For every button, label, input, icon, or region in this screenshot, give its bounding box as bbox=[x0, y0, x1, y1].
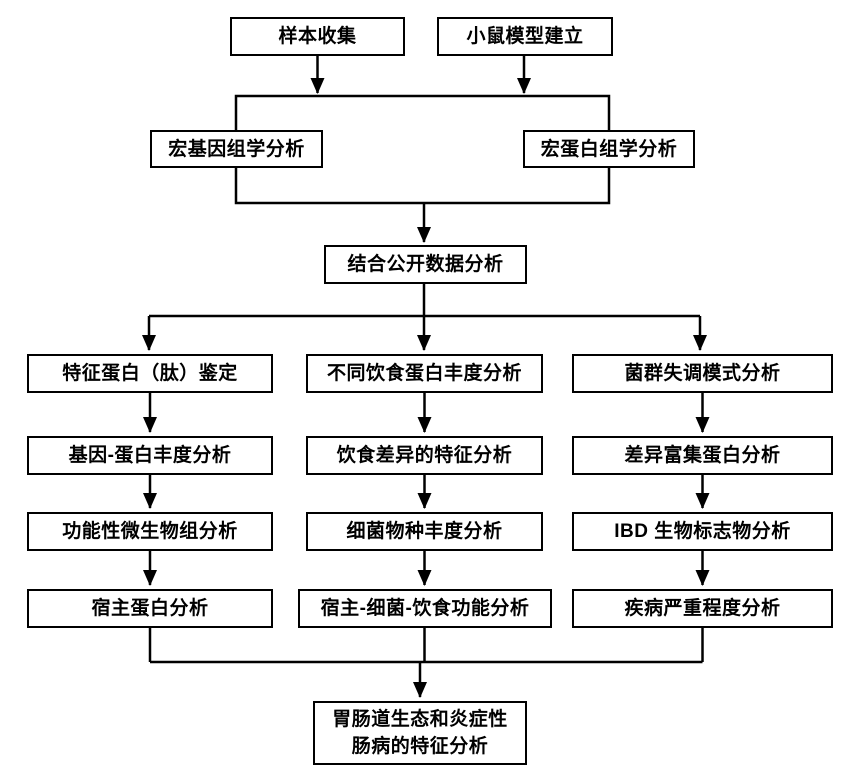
node-differentially-enriched-protein-analysis: 差异富集蛋白分析 bbox=[572, 436, 833, 475]
node-ibd-biomarker-analysis: IBD 生物标志物分析 bbox=[572, 512, 833, 551]
node-bacterial-species-abundance-analysis: 细菌物种丰度分析 bbox=[306, 512, 543, 551]
node-diet-protein-abundance-analysis: 不同饮食蛋白丰度分析 bbox=[306, 354, 543, 393]
node-gene-protein-abundance-analysis: 基因-蛋白丰度分析 bbox=[27, 436, 273, 475]
node-host-protein-analysis: 宿主蛋白分析 bbox=[27, 589, 273, 628]
node-gi-ecology-and-ibd-characteristic-analysis: 胃肠道生态和炎症性 肠病的特征分析 bbox=[313, 701, 527, 765]
merge-connector bbox=[148, 628, 704, 698]
node-metaproteomics-analysis: 宏蛋白组学分析 bbox=[523, 130, 695, 168]
node-metagenomics-analysis: 宏基因组学分析 bbox=[150, 130, 323, 168]
node-sample-collection: 样本收集 bbox=[230, 17, 405, 56]
node-host-bacteria-diet-function-analysis: 宿主-细菌-饮食功能分析 bbox=[298, 589, 552, 628]
node-mouse-model: 小鼠模型建立 bbox=[437, 17, 613, 56]
node-dysbiosis-pattern-analysis: 菌群失调模式分析 bbox=[572, 354, 833, 393]
node-combined-public-data-analysis: 结合公开数据分析 bbox=[324, 245, 527, 284]
branch-connector bbox=[142, 284, 707, 351]
node-characteristic-protein-peptide-identification: 特征蛋白（肽）鉴定 bbox=[27, 354, 273, 393]
node-disease-severity-analysis: 疾病严重程度分析 bbox=[572, 589, 833, 628]
node-functional-microbiome-analysis: 功能性微生物组分析 bbox=[27, 512, 273, 551]
node-diet-difference-characteristic-analysis: 饮食差异的特征分析 bbox=[306, 436, 543, 475]
